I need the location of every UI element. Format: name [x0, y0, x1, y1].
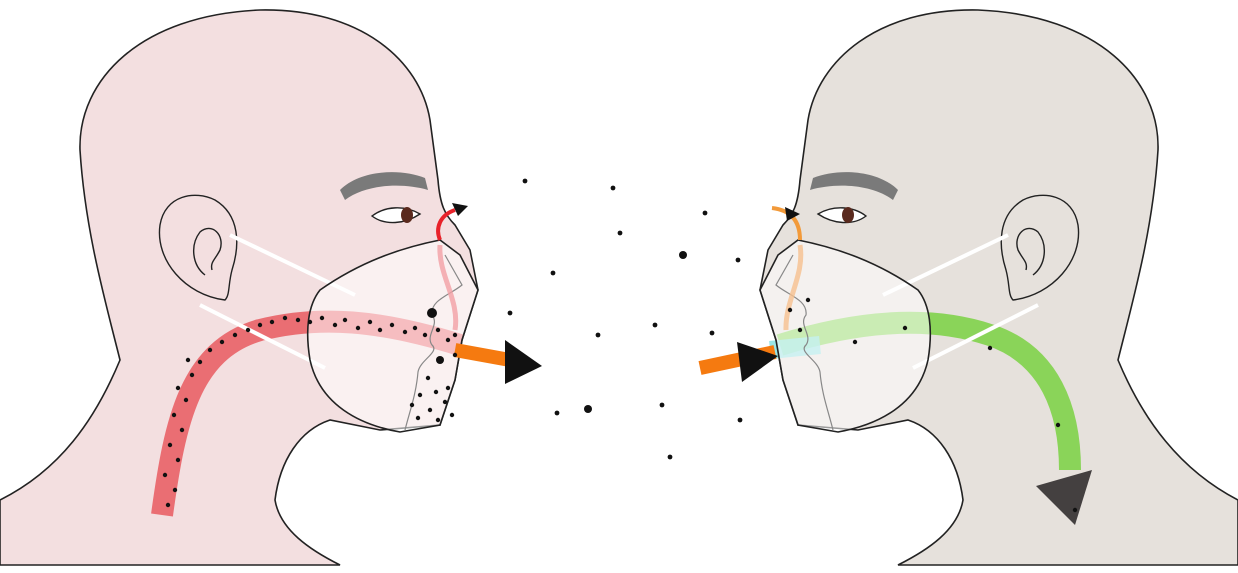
- airborne-particle: [523, 179, 528, 184]
- airborne-particle: [736, 258, 741, 263]
- airborne-particle: [660, 403, 665, 408]
- droplet-particle: [208, 348, 212, 352]
- droplet-particle: [296, 318, 300, 322]
- droplet-particle: [343, 318, 347, 322]
- droplet-particle: [246, 328, 250, 332]
- droplet-particle: [333, 323, 337, 327]
- droplet-particle: [853, 340, 857, 344]
- droplet-particle: [172, 413, 176, 417]
- droplet-particle: [434, 390, 438, 394]
- droplet-particle: [446, 338, 450, 342]
- left-exhaled-arrowhead: [505, 340, 542, 384]
- droplet-particle: [410, 403, 414, 407]
- droplet-particle: [413, 326, 417, 330]
- droplet-particle: [788, 308, 792, 312]
- airborne-particle: [596, 333, 601, 338]
- airborne-particle-group: [508, 179, 743, 460]
- droplet-particle: [428, 408, 432, 412]
- left-iris: [401, 207, 413, 223]
- left-exhaled-flow: [455, 350, 510, 360]
- droplet-particle: [1073, 508, 1077, 512]
- airborne-particle: [679, 251, 687, 259]
- droplet-particle: [416, 416, 420, 420]
- droplet-particle: [186, 358, 190, 362]
- droplet-particle: [184, 398, 188, 402]
- droplet-particle: [308, 320, 312, 324]
- droplet-particle: [436, 328, 440, 332]
- droplet-particle: [988, 346, 992, 350]
- droplet-particle: [176, 458, 180, 462]
- droplet-particle: [450, 413, 454, 417]
- droplet-particle: [453, 353, 457, 357]
- droplet-particle: [283, 316, 287, 320]
- droplet-particle: [320, 316, 324, 320]
- droplet-particle: [446, 386, 450, 390]
- right-iris: [842, 207, 854, 223]
- airborne-particle: [611, 186, 616, 191]
- droplet-particle: [198, 360, 202, 364]
- droplet-particle: [436, 418, 440, 422]
- airborne-particle: [653, 323, 658, 328]
- droplet-particle: [270, 320, 274, 324]
- droplet-particle: [356, 326, 360, 330]
- droplet-particle: [423, 333, 427, 337]
- droplet-particle: [443, 400, 447, 404]
- airborne-particle: [555, 411, 560, 416]
- droplet-particle: [233, 333, 237, 337]
- droplet-particle: [368, 320, 372, 324]
- droplet-particle: [190, 373, 194, 377]
- droplet-particle: [436, 356, 444, 364]
- airborne-particle: [551, 271, 556, 276]
- droplet-particle: [258, 323, 262, 327]
- droplet-particle: [403, 330, 407, 334]
- droplet-particle: [180, 428, 184, 432]
- droplet-particle: [1056, 423, 1060, 427]
- droplet-particle: [173, 488, 177, 492]
- droplet-particle: [798, 328, 802, 332]
- droplet-particle: [390, 323, 394, 327]
- droplet-particle: [426, 376, 430, 380]
- droplet-particle: [166, 503, 170, 507]
- airborne-particle: [508, 311, 513, 316]
- droplet-particle: [418, 393, 422, 397]
- droplet-particle: [453, 333, 457, 337]
- airborne-particle: [668, 455, 673, 460]
- droplet-particle: [378, 328, 382, 332]
- airborne-particle: [738, 418, 743, 423]
- airborne-particle: [710, 331, 715, 336]
- droplet-particle: [176, 386, 180, 390]
- droplet-particle: [163, 473, 167, 477]
- airborne-particle: [618, 231, 623, 236]
- droplet-particle: [168, 443, 172, 447]
- droplet-particle: [806, 298, 810, 302]
- airborne-particle: [703, 211, 708, 216]
- airborne-particle: [584, 405, 592, 413]
- droplet-particle: [427, 308, 437, 318]
- droplet-particle: [220, 340, 224, 344]
- droplet-particle: [903, 326, 907, 330]
